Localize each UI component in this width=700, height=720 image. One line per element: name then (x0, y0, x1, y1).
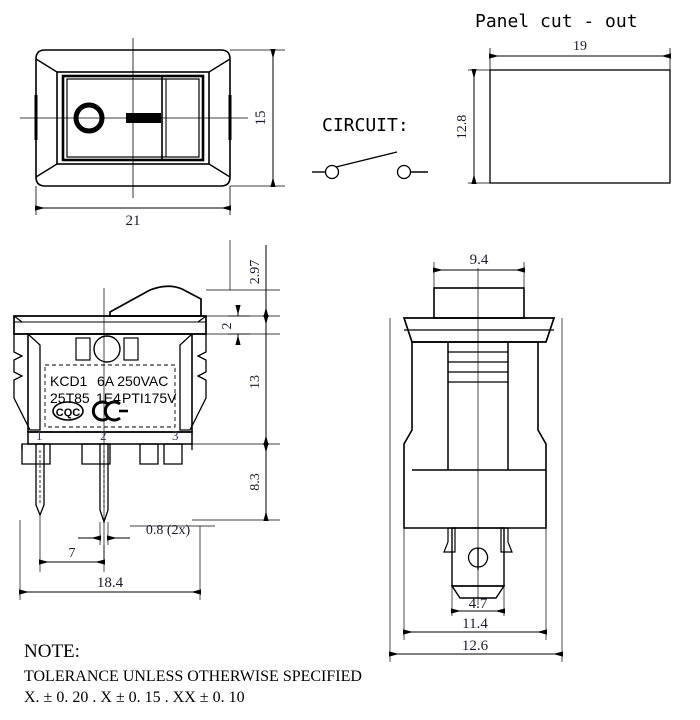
side-view-dim-7: 7 (69, 546, 76, 561)
front-view-graphic (402, 268, 556, 605)
side-view-horizontal-dimensions (19, 515, 215, 600)
pin-number-1: 1 (36, 428, 43, 443)
label-code: 25T85 (50, 390, 90, 406)
pin-number-3: 3 (172, 428, 179, 443)
label-extra: 1E4 (96, 390, 121, 406)
side-view-dim-0-8: 0.8 (2x) (146, 523, 191, 538)
pin-number-2: 2 (100, 428, 107, 443)
panel-cutout-height-label: 12.8 (455, 115, 470, 140)
label-pti: PTI175V (122, 390, 177, 406)
circuit-symbol-graphic (312, 151, 428, 180)
cqc-mark-label: CQC (56, 407, 81, 419)
side-view-graphic (13, 285, 207, 560)
panel-cutout-graphic (489, 69, 671, 184)
front-view-flange-dimension (389, 318, 563, 662)
panel-cutout-width-label: 19 (573, 39, 587, 54)
top-view-graphic (20, 38, 248, 198)
front-view-dim-11-4: 11.4 (462, 616, 488, 632)
front-view-body-dimension (403, 528, 547, 640)
circuit-heading: CIRCUIT: (322, 115, 409, 136)
front-view-actuator-dimension (433, 262, 525, 288)
panel-cutout-width-dimension (489, 48, 671, 70)
panel-cutout-height-dimension (468, 69, 490, 184)
note-title: NOTE: (24, 641, 80, 662)
top-view-width-dimension (35, 186, 231, 215)
top-view-height-dimension (230, 49, 285, 187)
note-line-2: X. ± 0. 20 . X ± 0. 15 . XX ± 0. 10 (24, 689, 245, 706)
label-model: KCD1 (50, 373, 88, 389)
note-line-1: TOLERANCE UNLESS OTHERWISE SPECIFIED (24, 668, 362, 685)
side-view-dim-18-4: 18.4 (97, 575, 124, 591)
top-view-height-label: 15 (253, 111, 269, 126)
side-view-dim-8-3: 8.3 (248, 473, 263, 491)
top-view-width-label: 21 (126, 213, 141, 229)
front-view-dim-4-7: 4.7 (469, 596, 488, 612)
side-view-dim-2-97: 2.97 (248, 260, 263, 285)
label-rating: 6A 250VAC (97, 373, 168, 389)
side-view-dim-2: 2 (220, 323, 235, 330)
panel-cutout-heading: Panel cut - out (475, 11, 638, 32)
front-view-dim-12-6: 12.6 (462, 638, 489, 654)
front-view-terminal-dimension (451, 536, 505, 616)
side-view-vertical-dimensions (192, 240, 280, 521)
front-view-dim-9-4: 9.4 (470, 252, 489, 268)
side-view-dim-13: 13 (248, 375, 263, 389)
